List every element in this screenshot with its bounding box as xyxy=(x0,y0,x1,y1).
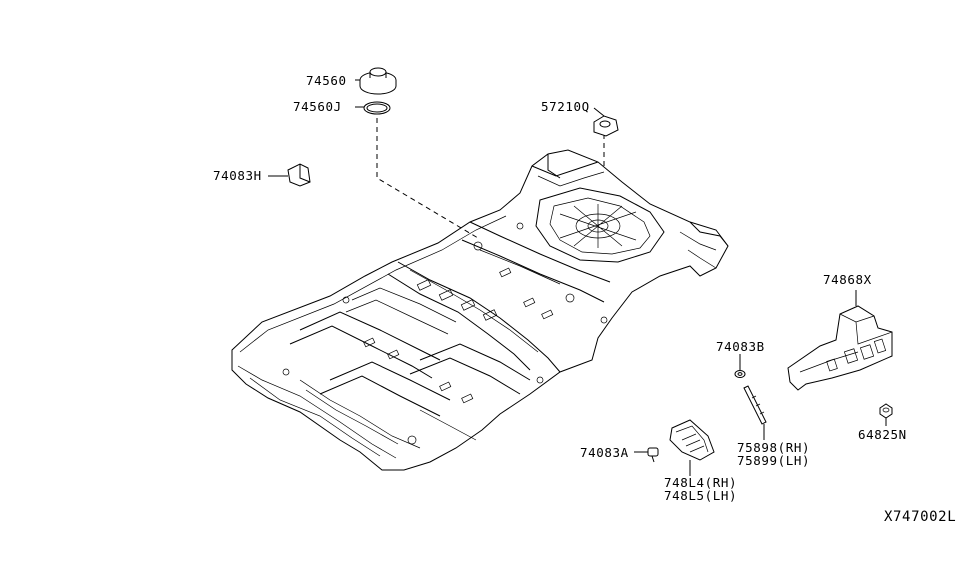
label-74560: 74560 xyxy=(306,73,347,88)
label-74868X: 74868X xyxy=(823,272,872,287)
fastener-icon xyxy=(879,403,893,419)
label-748L4: 748L4(RH) xyxy=(664,475,738,490)
floor-panel-icon xyxy=(231,149,729,471)
label-64825N: 64825N xyxy=(858,427,907,442)
label-75899: 75899(LH) xyxy=(737,453,811,468)
leader-57210Q-tick xyxy=(593,107,605,117)
diagram-id: X747002L xyxy=(884,509,957,525)
bracket-clip-icon xyxy=(287,163,311,187)
bracket-assembly-icon xyxy=(669,419,715,461)
screw-icon xyxy=(647,447,659,463)
label-74083A: 74083A xyxy=(580,445,629,460)
label-74083H: 74083H xyxy=(213,168,262,183)
bolt-rod-icon xyxy=(743,385,767,425)
label-74083B: 74083B xyxy=(716,339,765,354)
label-75898: 75898(RH) xyxy=(737,440,811,455)
label-748L5: 748L5(LH) xyxy=(664,488,738,503)
plug-icon xyxy=(359,67,397,95)
label-57210Q: 57210Q xyxy=(541,99,590,114)
washer-icon xyxy=(734,370,746,378)
leader-74560 xyxy=(376,118,479,239)
ring-seal-icon xyxy=(363,101,391,115)
side-cover-icon xyxy=(787,305,893,391)
nut-clip-icon xyxy=(593,115,619,137)
label-74560J: 74560J xyxy=(293,99,342,114)
